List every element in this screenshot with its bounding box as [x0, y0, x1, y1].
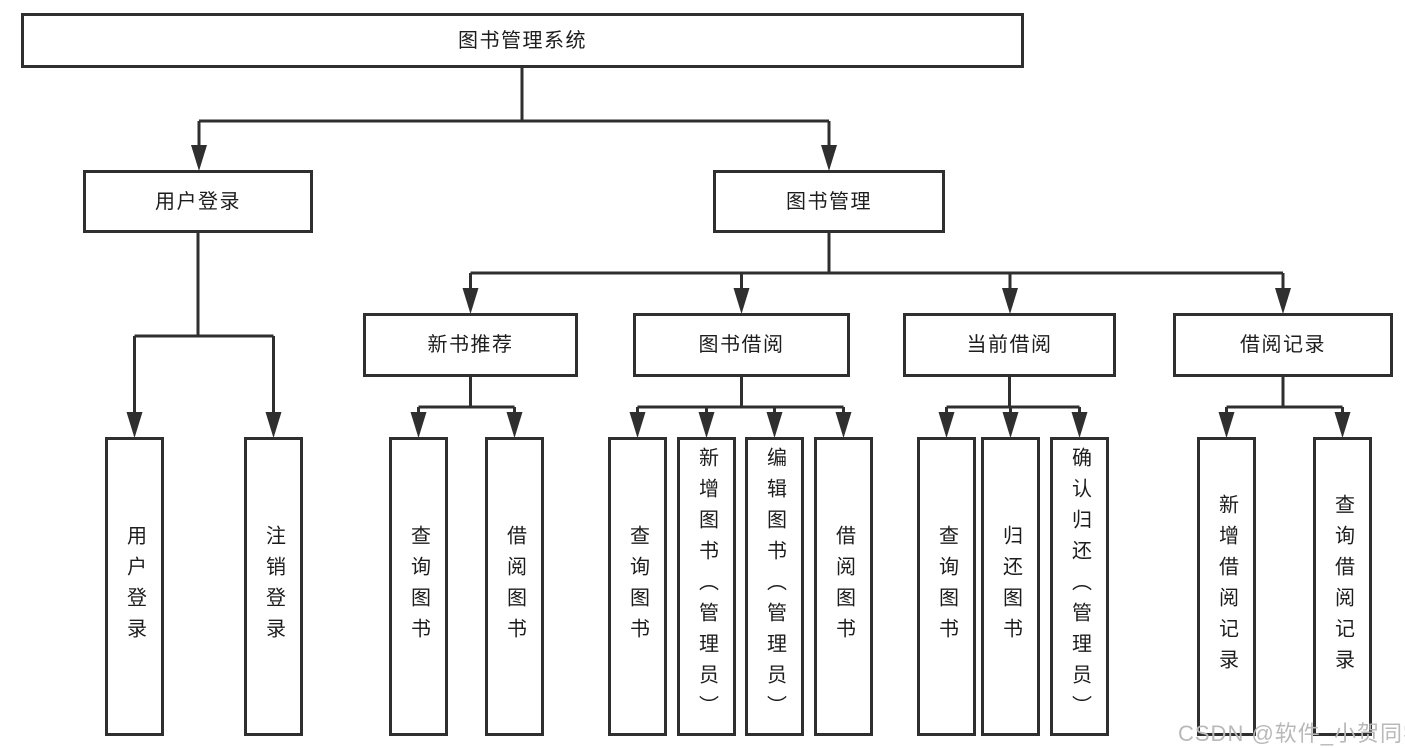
leaf-query-borrow-record: 查询借阅记录 — [1313, 437, 1372, 736]
leaf-borrow-books-newbook: 借阅图书 — [485, 437, 544, 736]
leaf-logout-login: 注销登录 — [244, 437, 303, 736]
node-book-borrowing: 图书借阅 — [633, 313, 850, 377]
node-user-login: 用户登录 — [83, 170, 313, 233]
leaf-borrow-books-borrowing: 借阅图书 — [814, 437, 873, 736]
leaf-confirm-return-admin: 确认归还（管理员） — [1050, 437, 1109, 736]
leaf-add-borrow-record: 新增借阅记录 — [1197, 437, 1256, 736]
leaf-query-books-borrowing: 查询图书 — [608, 437, 667, 736]
leaf-query-books-newbook: 查询图书 — [389, 437, 448, 736]
node-current-borrowing: 当前借阅 — [903, 313, 1116, 377]
csdn-watermark: CSDN @软件_小贺同学 — [1178, 721, 1405, 746]
node-library-management-system: 图书管理系统 — [21, 13, 1024, 68]
node-new-book-recommend: 新书推荐 — [363, 313, 578, 377]
leaf-edit-books-admin: 编辑图书（管理员） — [745, 437, 804, 736]
node-borrowing-records: 借阅记录 — [1173, 313, 1393, 377]
leaf-query-books-current: 查询图书 — [917, 437, 976, 736]
leaf-user-login: 用户登录 — [105, 437, 164, 736]
node-book-management: 图书管理 — [713, 170, 945, 233]
leaf-add-books-admin: 新增图书（管理员） — [677, 437, 736, 736]
leaf-return-books: 归还图书 — [981, 437, 1040, 736]
